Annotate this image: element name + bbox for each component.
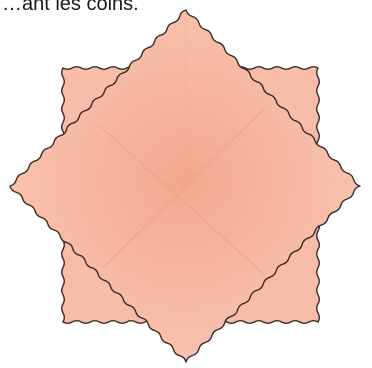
folded-paper-star-illustration [0,0,372,368]
